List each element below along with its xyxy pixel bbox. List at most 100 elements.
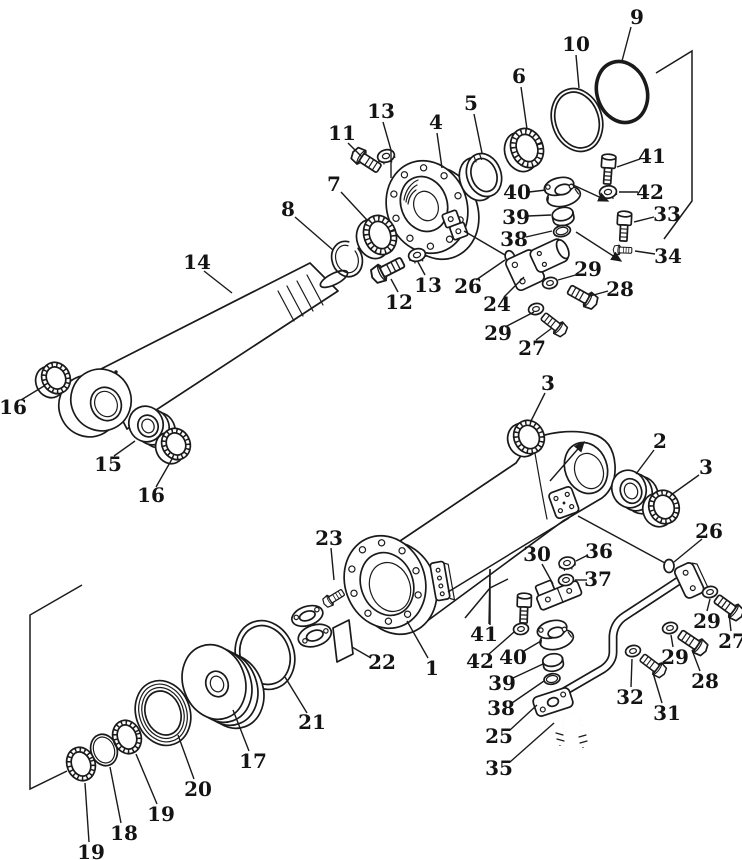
callout-15: 15	[94, 452, 122, 476]
leader-27a	[535, 327, 553, 341]
part-25-pipe-flange	[532, 687, 574, 717]
leader-8	[294, 216, 334, 251]
callout-29d: 29	[661, 645, 689, 669]
bracket-left	[29, 584, 83, 791]
leader-2	[635, 449, 655, 475]
leader-42b	[488, 631, 515, 655]
callout-29b: 29	[484, 321, 512, 345]
callout-9: 9	[630, 5, 644, 29]
mount-arrow-upper	[570, 183, 610, 202]
leader-13b	[417, 261, 426, 276]
ref-block-to-rail	[447, 517, 570, 593]
leader-31	[652, 672, 663, 704]
callout-6: 6	[512, 64, 526, 88]
callout-38b: 38	[487, 696, 515, 720]
leader-29d	[670, 634, 674, 648]
part-41-bolt-top	[599, 152, 618, 186]
callout-26b: 26	[695, 519, 723, 543]
leader-14	[203, 270, 233, 294]
part-1-cylinder-tube	[343, 430, 616, 636]
callout-16a: 16	[0, 395, 27, 419]
bracket-right	[655, 49, 693, 240]
part-16-seal-left	[34, 361, 72, 399]
part-28-bolt-top	[564, 281, 602, 313]
callout-16b: 16	[137, 483, 165, 507]
leader-28b	[691, 649, 701, 672]
part-9-o-ring	[594, 59, 650, 125]
callout-18: 18	[110, 821, 138, 845]
leader-28a	[589, 290, 609, 297]
tube-assembly	[65, 419, 742, 782]
leader-23	[330, 547, 335, 581]
callout-33: 33	[653, 202, 681, 226]
callout-17: 17	[239, 749, 267, 773]
part-40-fitting-top	[541, 172, 584, 211]
callout-39a: 39	[502, 205, 530, 229]
leader-38a	[525, 230, 553, 238]
part-40-fitting-bottom	[534, 615, 577, 654]
leader-10	[575, 54, 580, 89]
part-2-bushing	[610, 469, 660, 515]
callout-42b: 42	[466, 649, 494, 673]
leader-7	[340, 191, 368, 221]
part-14-piston-rod	[57, 262, 349, 438]
callout-21: 21	[298, 710, 326, 734]
leader-39b	[512, 663, 544, 679]
callout-36: 36	[585, 539, 613, 563]
part-3-seal-right	[641, 489, 681, 528]
part-17-piston	[181, 643, 265, 730]
callout-28a: 28	[606, 277, 634, 301]
annotation-layer	[29, 49, 693, 791]
leader-32	[630, 658, 633, 688]
callout-40a: 40	[503, 180, 531, 204]
leader-4	[436, 132, 443, 169]
callout-13a: 13	[367, 99, 395, 123]
part-34-screw	[612, 244, 633, 256]
part-6-bearing-ring	[503, 127, 545, 173]
leader-20	[177, 734, 195, 780]
callout-38a: 38	[500, 227, 528, 251]
leader-3b	[670, 474, 700, 496]
callout-12: 12	[385, 290, 413, 314]
part-19-ring-b	[65, 746, 97, 782]
callout-39b: 39	[488, 671, 516, 695]
part-35-u-bolt	[555, 711, 588, 748]
callout-1: 1	[425, 656, 439, 680]
callout-25: 25	[485, 724, 513, 748]
part-23-bolt	[320, 586, 347, 610]
part-24-elbow-block	[505, 238, 570, 292]
callout-3b: 3	[699, 455, 713, 479]
mount-arrow-lower	[575, 231, 623, 262]
ref-gland-to-oring	[463, 230, 506, 256]
callout-20: 20	[184, 777, 212, 801]
part-38-o-ring-bottom	[543, 672, 561, 686]
callout-27b: 27	[718, 629, 742, 653]
leader-40b	[523, 640, 542, 652]
callout-13b: 13	[414, 273, 442, 297]
leader-18	[109, 766, 122, 824]
callout-19a: 19	[147, 802, 175, 826]
callout-41b: 41	[470, 622, 498, 646]
leader-30	[541, 563, 554, 585]
leader-24	[503, 276, 525, 298]
callout-32: 32	[616, 685, 644, 709]
leader-15	[113, 440, 136, 457]
callout-37: 37	[584, 567, 612, 591]
part-3-seal-left	[506, 419, 546, 458]
part-29-washer-d	[660, 620, 680, 636]
part-22-clamp	[290, 604, 333, 648]
leader-26a	[475, 259, 506, 281]
part-16-seal-right	[154, 427, 192, 465]
part-8-snap-ring	[330, 240, 364, 278]
leader-19b	[84, 782, 90, 843]
part-10-seal-ring	[550, 87, 604, 153]
leader-38b	[511, 680, 545, 704]
leader-3a	[530, 392, 546, 422]
leader-39a	[527, 214, 552, 217]
part-5-bushing	[458, 152, 503, 202]
rod-assembly	[34, 59, 650, 465]
part-30-clamp	[534, 579, 583, 611]
leader-5	[473, 113, 483, 154]
callout-7: 7	[327, 172, 341, 196]
part-38-o-ring-top	[552, 224, 572, 238]
